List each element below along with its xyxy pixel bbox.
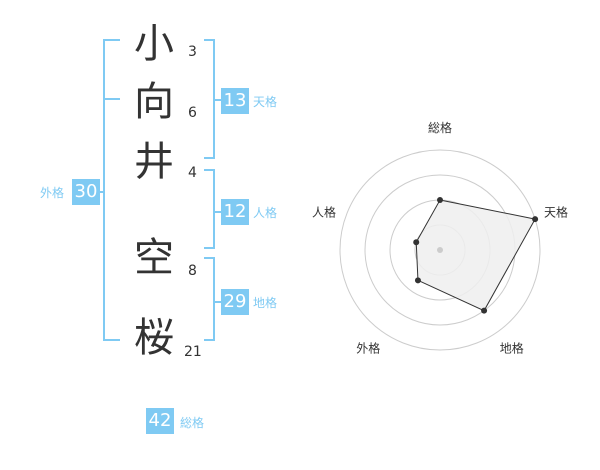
radar-axis-label-4: 外格 (356, 341, 380, 356)
name-char-1: 小 (134, 21, 174, 67)
radar-point-2 (532, 216, 539, 223)
radar-polygon (415, 199, 536, 312)
radar-axis-label-1: 総格 (428, 120, 452, 135)
radar-point-3 (481, 307, 488, 314)
jinkaku-bracket (204, 169, 215, 249)
name-char-2: 向 (134, 79, 174, 125)
tenkaku-label: 天格 (253, 95, 278, 109)
stroke-count-4: 8 (188, 263, 197, 279)
name-char-4: 空 (134, 235, 174, 281)
name-char-3: 井 (134, 139, 174, 185)
stroke-count-5: 21 (184, 344, 202, 360)
radar-axis-label-5: 人格 (312, 204, 336, 219)
chikaku-label: 地格 (253, 296, 278, 310)
soukaku-value: 42 (146, 408, 174, 434)
radar-point-4 (414, 277, 421, 284)
radar-point-1 (437, 197, 443, 203)
stroke-count-1: 3 (188, 44, 197, 60)
gaikaku-value: 30 (72, 179, 100, 205)
soukaku-label: 総格 (180, 416, 205, 430)
radar-center-point (437, 247, 443, 253)
chikaku-value: 29 (221, 289, 249, 315)
chikaku-bracket (204, 257, 215, 341)
radar-grid-circle (339, 149, 541, 351)
tenkaku-bracket (204, 39, 215, 159)
jinkaku-label: 人格 (253, 206, 278, 220)
stroke-count-2: 6 (188, 105, 197, 121)
name-char-5: 桜 (134, 315, 174, 361)
gaikaku-label: 外格 (40, 186, 65, 200)
gaikaku-bracket (103, 39, 120, 341)
radar-axis-label-3: 地格 (500, 341, 524, 356)
stroke-count-3: 4 (188, 165, 197, 181)
tenkaku-value: 13 (221, 88, 249, 114)
jinkaku-value: 12 (221, 199, 249, 225)
radar-axis-label-2: 天格 (544, 204, 568, 219)
bracket-lines (98, 39, 222, 341)
radar-point-5 (413, 239, 420, 246)
